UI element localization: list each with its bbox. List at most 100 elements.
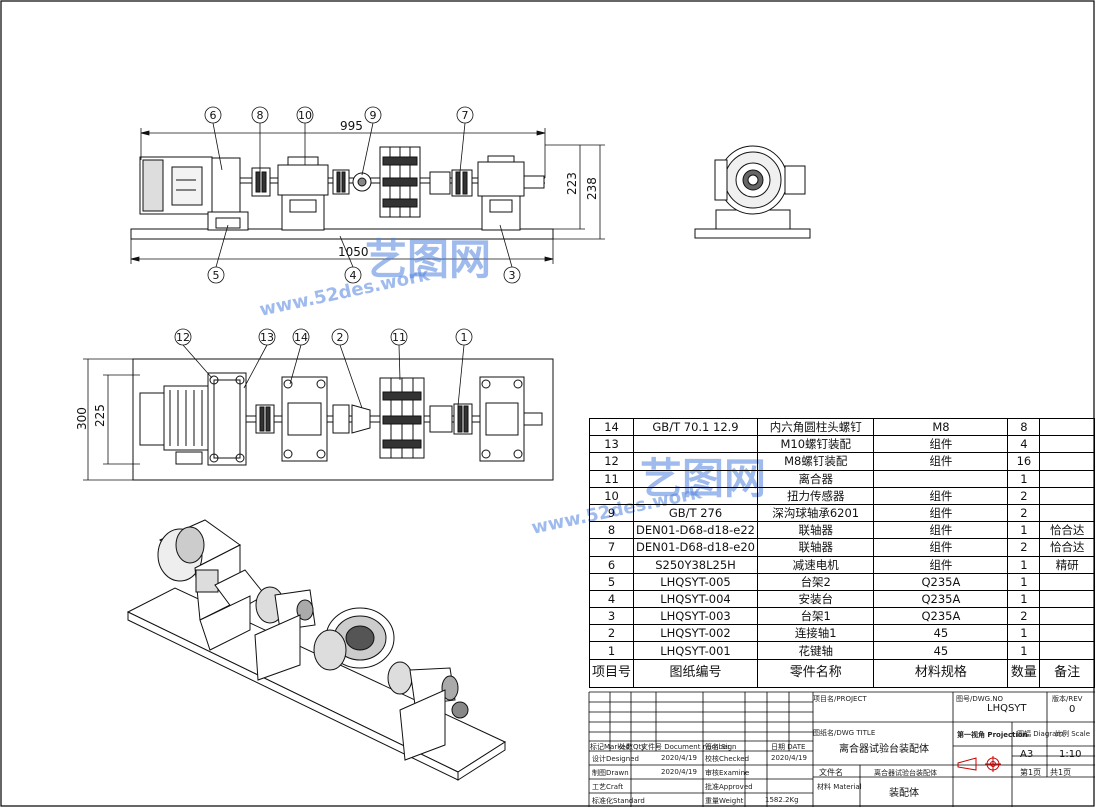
dim-1050: 1050 <box>338 245 369 259</box>
bom-cell-no: 5 <box>588 572 635 591</box>
bom-cell-material: 组件 <box>873 452 1009 471</box>
bom-cell-name: 离合器 <box>756 469 875 488</box>
bom-cell-no: 9 <box>588 503 635 523</box>
bom-cell-qty: 16 <box>1007 452 1041 471</box>
standard-label: 标准化Standard <box>592 797 645 805</box>
bom-cell-no: 14 <box>588 417 635 437</box>
bom-cell-note <box>1039 452 1095 471</box>
sheet-count: 共1页 <box>1050 768 1072 777</box>
bom-cell-name: 安装台 <box>756 589 875 609</box>
bom-cell-note: 精研 <box>1039 555 1095 574</box>
bom-cell-qty: 1 <box>1007 641 1041 660</box>
project-label: 项目名/PROJECT <box>813 695 867 703</box>
bom-cell-name: M8螺钉装配 <box>756 452 875 471</box>
watermark-logo-1: 艺图网 <box>365 235 492 284</box>
bom-cell-name: 深沟球轴承6201 <box>756 503 875 523</box>
bom-cell-name: 台架1 <box>756 607 875 626</box>
file-label: 文件名 <box>819 768 843 777</box>
bom-header-code: 图纸编号 <box>633 658 758 688</box>
bom-header-no: 项目号 <box>588 658 635 688</box>
checked-label: 校核Checked <box>705 755 750 763</box>
rev: 0 <box>1069 704 1076 715</box>
balloon-7: 7 <box>462 109 469 122</box>
top-view <box>132 358 554 481</box>
approved-label: 批准Approved <box>705 783 753 791</box>
bom-cell-name: 联轴器 <box>756 521 875 540</box>
projection-label: 第一视角 Projection <box>957 731 1028 739</box>
bom-cell-material: 45 <box>873 624 1009 643</box>
bom-cell-no: 1 <box>588 641 635 660</box>
bom-cell-note <box>1039 469 1095 488</box>
front-dimensions <box>130 128 605 264</box>
bom-cell-material: 组件 <box>873 538 1009 557</box>
bom-cell-qty: 1 <box>1007 469 1041 488</box>
bom-cell-qty: 1 <box>1007 521 1041 540</box>
bom-cell-no: 13 <box>588 435 635 454</box>
bom-cell-material: Q235A <box>873 589 1009 609</box>
dim-223: 223 <box>565 172 579 195</box>
bom-cell-no: 7 <box>588 538 635 557</box>
bom-cell-name: 内六角圆柱头螺钉 <box>756 417 875 437</box>
bom-cell-name: 扭力传感器 <box>756 486 875 505</box>
balloon-14: 14 <box>294 331 308 344</box>
projection-symbol <box>957 756 1001 772</box>
bom-header-qty: 数量 <box>1007 658 1041 688</box>
dwg-no-label: 图号/DWG.NO <box>956 695 1004 703</box>
bom-cell-no: 4 <box>588 589 635 609</box>
bom-cell-qty: 1 <box>1007 589 1041 609</box>
balloon-2: 2 <box>337 331 344 344</box>
bom-cell-code: LHQSYT-001 <box>633 641 758 660</box>
craft-label: 工艺Craft <box>592 783 624 791</box>
dwg-no: LHQSYT <box>987 703 1027 714</box>
balloon-9: 9 <box>370 109 377 122</box>
bom-row: 11 离合器 1 <box>588 469 1095 488</box>
bom-cell-note: 恰合达 <box>1039 521 1095 540</box>
bom-cell-qty: 2 <box>1007 538 1041 557</box>
bom-cell-material: 组件 <box>873 503 1009 523</box>
bom-cell-name: M10螺钉装配 <box>756 435 875 454</box>
balloon-1: 1 <box>461 331 468 344</box>
balloon-12: 12 <box>176 331 190 344</box>
sheet-number: 第1页 <box>1020 768 1042 777</box>
title-block: 项目名/PROJECT 图号/DWG.NO LHQSYT 版本/REV 0 图纸… <box>589 692 1095 807</box>
bom-cell-code <box>633 452 758 471</box>
bom-cell-qty: 2 <box>1007 607 1041 626</box>
bom-cell-code <box>633 469 758 488</box>
bom-header-material: 材料规格 <box>873 658 1009 688</box>
bom-cell-material: 组件 <box>873 435 1009 454</box>
bom-cell-qty: 1 <box>1007 624 1041 643</box>
material-label: 材料 Material <box>817 783 862 791</box>
title-block-grid <box>588 691 1095 807</box>
bom-cell-no: 11 <box>588 469 635 488</box>
bom-cell-material: 45 <box>873 641 1009 660</box>
date-checked: 2020/4/19 <box>771 754 807 762</box>
bom-cell-no: 10 <box>588 486 635 505</box>
bom-cell-material: Q235A <box>873 572 1009 591</box>
bom-cell-no: 12 <box>588 452 635 471</box>
bom-cell-note <box>1039 503 1095 523</box>
scale: 1:10 <box>1059 749 1082 760</box>
dim-300: 300 <box>75 407 89 430</box>
dim-995: 995 <box>340 119 363 133</box>
bom-cell-note <box>1039 589 1095 609</box>
bom-header: 项目号 图纸编号 零件名称 材料规格 数量 备注 <box>588 658 1095 688</box>
bom-cell-note <box>1039 417 1095 437</box>
bom-cell-note <box>1039 641 1095 660</box>
hdr-date: 日期 DATE <box>771 743 806 751</box>
date-designed: 2020/4/19 <box>661 754 697 762</box>
date-drawn: 2020/4/19 <box>661 768 697 776</box>
bom-cell-material <box>873 469 1009 488</box>
bom-cell-note <box>1039 435 1095 454</box>
title-label: 图纸名/DWG TITLE <box>813 729 876 737</box>
bom-cell-name: 联轴器 <box>756 538 875 557</box>
bom-cell-no: 2 <box>588 624 635 643</box>
bom-cell-name: 花键轴 <box>756 641 875 660</box>
hdr-sign: 签名 Sign <box>705 743 737 751</box>
bom-cell-no: 3 <box>588 607 635 626</box>
